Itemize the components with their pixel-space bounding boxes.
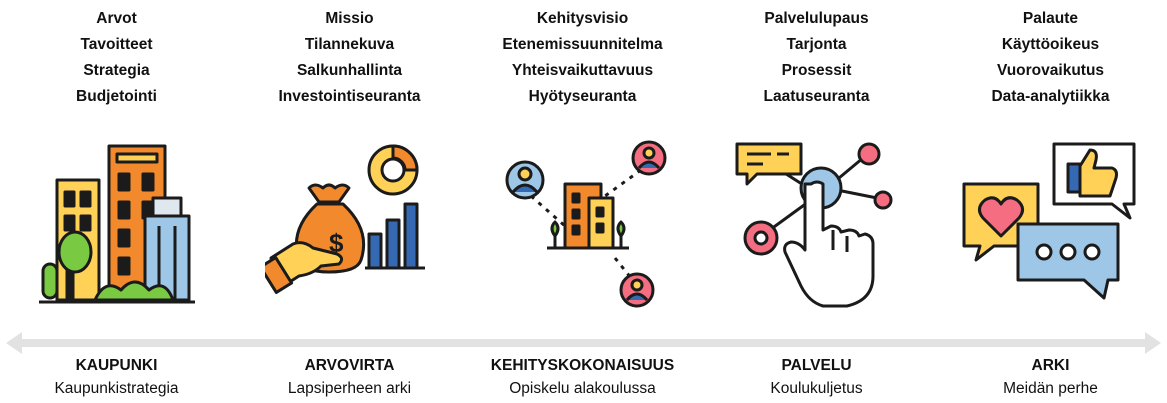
term: Strategia [83,62,150,79]
term: Palvelulupaus [764,10,869,27]
column-title: ARKI [1031,357,1070,374]
term: Tilannekuva [304,36,395,53]
term: Data-analytiikka [991,88,1110,105]
column-palvelu: Palvelulupaus Tarjonta Prosessit Laatuse… [700,0,933,403]
term: Etenemissuunnitelma [502,36,663,53]
terms-list: Palaute Käyttöoikeus Vuorovaikutus Data-… [934,6,1167,110]
column-subtitle: Kaupunkistrategia [54,380,179,397]
column-title: KEHITYSKOKONAISUUS [490,357,675,374]
city-buildings-icon [38,144,195,304]
column-label: KEHITYSKOKONAISUUS Opiskelu alakoulussa [466,354,699,400]
column-subtitle: Koulukuljetus [770,380,863,397]
term: Palaute [1022,10,1079,27]
term: Missio [325,10,374,27]
terms-list: Missio Tilannekuva Salkunhallinta Invest… [233,6,466,110]
double-arrow-icon [6,332,1161,354]
terms-list: Arvot Tavoitteet Strategia Budjetointi [0,6,233,110]
column-label: ARKI Meidän perhe [934,354,1167,400]
term: Käyttöoikeus [1001,36,1100,53]
column-arki: Palaute Käyttöoikeus Vuorovaikutus Data-… [934,0,1167,403]
column-label: KAUPUNKI Kaupunkistrategia [0,354,233,400]
term: Tarjonta [786,36,847,53]
touch-service-icon [735,142,892,308]
column-subtitle: Lapsiperheen arki [287,380,412,397]
column-kaupunki: Arvot Tavoitteet Strategia Budjetointi [0,0,233,403]
column-kehityskokonaisuus: Kehitysvisio Etenemissuunnitelma Yhteisv… [466,0,699,403]
column-arvovirta: Missio Tilannekuva Salkunhallinta Invest… [233,0,466,403]
column-subtitle: Opiskelu alakoulussa [509,380,656,397]
term: Salkunhallinta [296,62,403,79]
column-label: PALVELU Koulukuljetus [700,354,933,400]
column-subtitle: Meidän perhe [1003,380,1098,397]
column-title: PALVELU [781,357,852,374]
network-building-people-icon [505,140,666,308]
term: Laatuseuranta [763,88,870,105]
term: Hyötyseuranta [528,88,637,105]
terms-list: Palvelulupaus Tarjonta Prosessit Laatuse… [700,6,933,110]
term: Prosessit [781,62,852,79]
column-title: KAUPUNKI [75,357,158,374]
term: Arvot [96,10,137,27]
term: Tavoitteet [80,36,153,53]
term: Investointiseuranta [278,88,421,105]
term: Kehitysvisio [536,10,629,27]
term: Budjetointi [76,88,157,105]
feedback-speech-bubbles-icon [962,142,1135,300]
term: Vuorovaikutus [996,62,1105,79]
term: Yhteisvaikuttavuus [511,62,654,79]
column-label: ARVOVIRTA Lapsiperheen arki [233,354,466,400]
column-title: ARVOVIRTA [304,357,395,374]
money-bag-chart-icon: $ [264,144,425,294]
terms-list: Kehitysvisio Etenemissuunnitelma Yhteisv… [466,6,699,110]
svg-text:$: $ [329,228,344,258]
